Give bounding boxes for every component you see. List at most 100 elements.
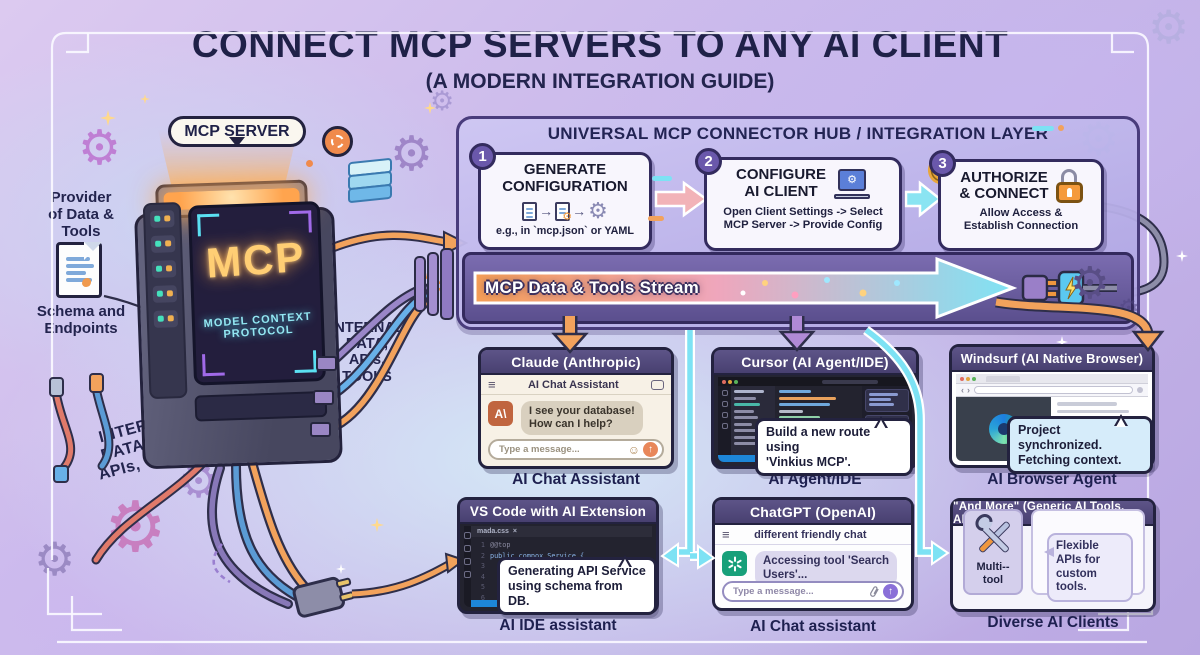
step3-title: AUTHORIZE & CONNECT: [959, 168, 1049, 202]
step2-title: CONFIGURE AI CLIENT: [736, 166, 826, 200]
vscode-tab-name[interactable]: mada.css: [477, 528, 509, 535]
back-icon[interactable]: ‹: [961, 385, 964, 395]
claude-chat-header-title: AI Chat Assistant: [527, 378, 619, 391]
sparkle-icon: [1176, 250, 1188, 262]
gear-icon: ⚙: [588, 198, 608, 223]
accent-dash: [1032, 126, 1054, 131]
accent-dash: [652, 176, 672, 181]
cable-tip: [49, 377, 64, 397]
step3-desc: Allow Access & Establish Connection: [963, 207, 1079, 233]
send-button[interactable]: ↑: [883, 584, 898, 599]
gear-icon: ⚙: [104, 486, 167, 568]
chatgpt-message-input[interactable]: Type a message... ↑: [722, 581, 904, 602]
mcp-neon-text: MCP: [204, 232, 307, 287]
gear-icon: ⚙: [78, 120, 122, 176]
windsurf-caption: AI Browser Agent: [987, 471, 1117, 488]
drive-slot: [151, 260, 177, 278]
server-port: [316, 356, 337, 371]
chat-bubble-icon[interactable]: [651, 379, 664, 390]
mcp-server-label: MCP SERVER: [184, 122, 290, 140]
andmore-caption: Diverse AI Clients: [987, 614, 1119, 631]
step-number-badge: 1: [469, 143, 496, 170]
schema-endpoints-label: Schema and Endpoints: [36, 303, 126, 337]
step1-icon-flow: → ⚙ → ⚙: [481, 198, 649, 223]
step-number-badge: 2: [695, 148, 722, 175]
schema-document-icon: [56, 242, 102, 298]
cursor-activity-bar: [718, 386, 731, 455]
gear-icon: ⚙: [390, 126, 434, 182]
step1-desc: e.g., in `mcp.json` or YAML: [496, 225, 634, 237]
emoji-icon[interactable]: ☺: [627, 442, 640, 457]
andmore-panel: Flexible APIs for custom tools.: [1031, 509, 1145, 603]
step2-desc: Open Client Settings -> Select MCP Serve…: [723, 206, 883, 232]
chatgpt-chat-header: ≡ different friendly chat: [715, 525, 911, 545]
cursor-callout-bubble: Build a new route using 'Vinkius MCP'.: [755, 415, 913, 477]
mcp-stream-band: MCP Data & Tools Stream: [462, 252, 1134, 324]
gear-icon: ⚙: [847, 173, 857, 186]
claude-message-input[interactable]: Type a message... ☺ ↑: [488, 439, 664, 460]
lock-icon: [1055, 169, 1083, 203]
step-number-badge: 3: [929, 150, 956, 177]
andmore-window: "And More" (Generic AI Tools, APIs) Mult…: [950, 498, 1156, 612]
server-drive-bays: [142, 201, 188, 400]
vscode-window-titlebar: VS Code with AI Extension: [460, 500, 656, 524]
sparkle-icon: [370, 518, 384, 532]
paperclip-icon[interactable]: [866, 583, 883, 601]
server-port: [310, 422, 331, 437]
multitool-tile: Multi-- tool: [963, 509, 1023, 595]
claude-message-row: A\ I see your database! How can I help?: [481, 395, 671, 437]
accent-dot: [306, 160, 313, 167]
integration-layer-header: UNIVERSAL MCP CONNECTOR HUB / INTEGRATIO…: [547, 124, 1049, 143]
pipe-arrow-to-vscode: [660, 542, 679, 568]
send-button[interactable]: ↑: [643, 442, 658, 457]
arrow-right-icon: →: [539, 203, 554, 219]
browser-address-bar[interactable]: ‹ ›: [956, 384, 1148, 397]
page-subtitle: (A MODERN INTEGRATION GUIDE): [425, 70, 775, 93]
chatgpt-window: ChatGPT (OpenAI) ≡ different friendly ch…: [712, 497, 914, 611]
step1-title: GENERATE CONFIGURATION: [502, 161, 628, 195]
power-plug-icon: [292, 576, 355, 618]
config-file-icon: ⚙: [555, 201, 572, 223]
claude-caption: AI Chat Assistant: [512, 471, 640, 488]
provider-of-data-tools-label: Provider of Data & Tools: [48, 189, 114, 240]
windsurf-callout-bubble: Project synchronized. Fetching context.: [1007, 413, 1153, 475]
cable-tip: [89, 373, 104, 393]
drive-slot: [152, 285, 178, 303]
sparkle-icon: [140, 94, 150, 104]
speech-bubble-icon: [322, 126, 353, 157]
menu-icon[interactable]: ≡: [488, 377, 496, 392]
openai-logo: [722, 551, 747, 576]
mcp-server-label-bubble: MCP SERVER: [168, 116, 306, 147]
gear-icon: ⚙: [34, 532, 76, 586]
multitool-icon: [975, 519, 1012, 555]
gear-icon: ⚙: [430, 86, 455, 117]
internal-data-apis-tools-label: INTERNAL DATA, APIs, TOOLS: [330, 320, 404, 385]
menu-icon[interactable]: ≡: [722, 527, 730, 542]
gear-icon: ⚙: [1118, 294, 1140, 322]
chatgpt-chat-header-title: different friendly chat: [754, 528, 867, 541]
chatgpt-caption: AI Chat assistant: [750, 618, 876, 635]
accent-dash: [648, 216, 664, 221]
gear-icon: ⚙: [1148, 0, 1190, 54]
database-stack-icon: [348, 157, 392, 204]
server-screen: MCP MODEL CONTEXT PROTOCOL: [187, 201, 327, 386]
step-generate-configuration: 1 GENERATE CONFIGURATION → ⚙ → ⚙ e.g., i…: [469, 143, 652, 250]
forward-icon[interactable]: ›: [967, 385, 970, 395]
accent-dot: [1058, 125, 1064, 131]
multitool-label: Multi-- tool: [976, 561, 1010, 586]
gear-icon: ⚙: [1070, 258, 1110, 309]
chatgpt-window-titlebar: ChatGPT (OpenAI): [715, 500, 911, 525]
drive-slot: [150, 235, 176, 253]
close-icon[interactable]: ×: [512, 528, 518, 535]
vscode-tab-bar[interactable]: mada.css ×: [471, 526, 652, 537]
server-port: [313, 390, 334, 405]
claude-window: Claude (Anthropic) ≡ AI Chat Assistant A…: [478, 347, 674, 469]
server-lower-bay: [194, 390, 328, 422]
vscode-caption: AI IDE assistant: [499, 617, 617, 634]
vscode-activity-bar: [464, 526, 471, 607]
step-configure-ai-client: 2 CONFIGURE AI CLIENT ⚙ Open Client Sett…: [695, 148, 902, 251]
drive-slot: [150, 210, 175, 228]
stream-label: MCP Data & Tools Stream: [485, 278, 700, 297]
claude-window-titlebar: Claude (Anthropic): [481, 350, 671, 375]
